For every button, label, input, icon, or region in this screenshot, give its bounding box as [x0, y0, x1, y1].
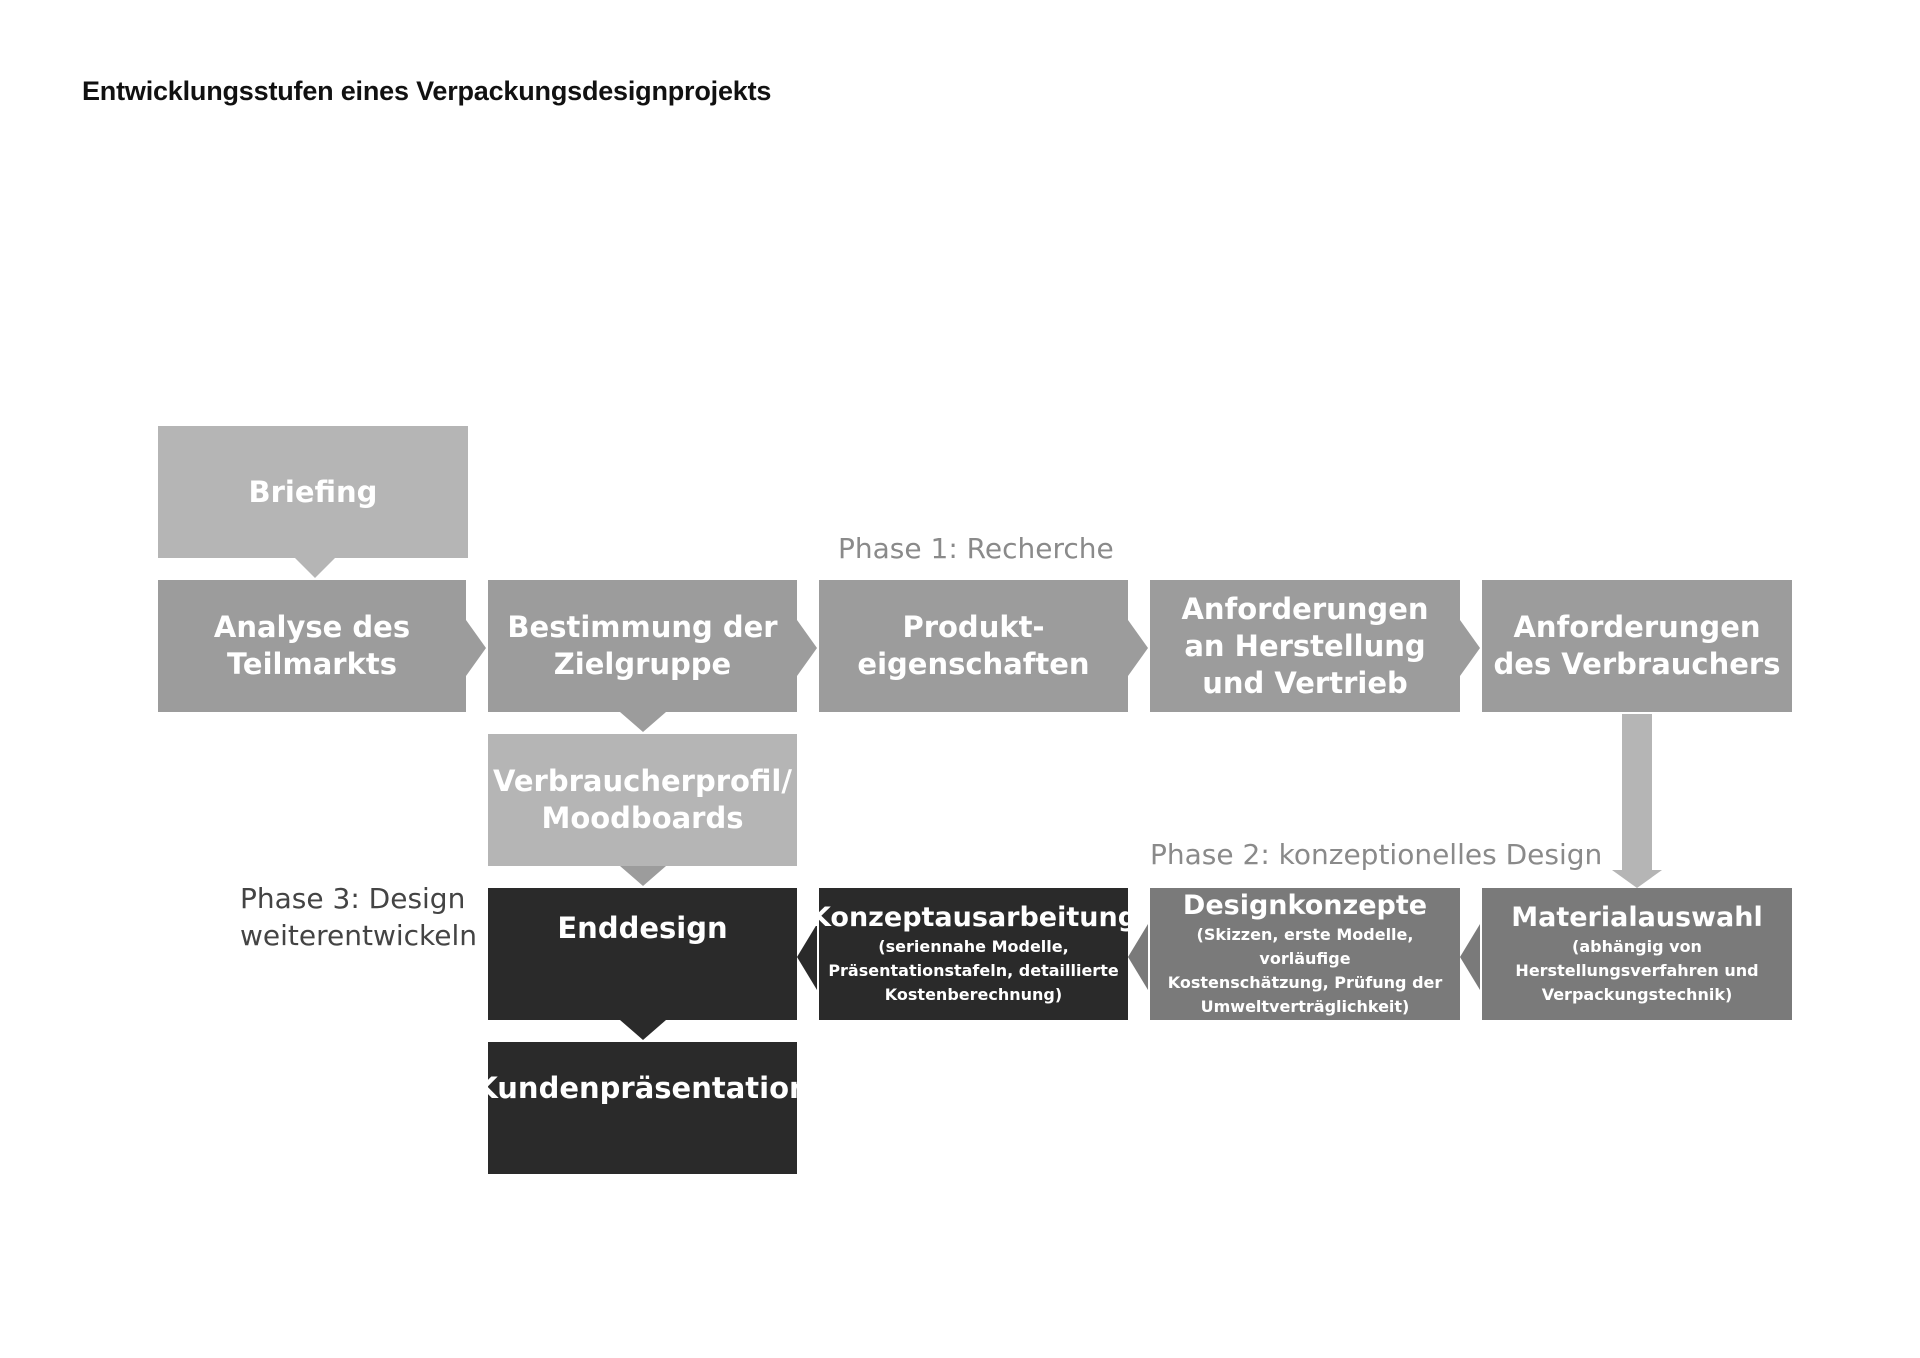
enddesign-label: Enddesign [557, 911, 728, 945]
arrow-produkt-to-herstellung [1128, 620, 1148, 676]
produkt-box: Produkt- eigenschaften [819, 580, 1128, 712]
phase2-label: Phase 2: konzeptionelles Design [1150, 838, 1603, 871]
verbraucher-label: Anforderungen des Verbrauchers [1493, 610, 1781, 681]
zielgruppe-box: Bestimmung der Zielgruppe [488, 580, 797, 712]
page-title: Entwicklungsstufen eines Verpackungsdesi… [82, 76, 772, 106]
material-box: Materialauswahl (abhängig von Herstellun… [1482, 888, 1792, 1020]
briefing-label: Briefing [248, 474, 378, 509]
herstellung-box: Anforderungen an Herstellung und Vertrie… [1150, 580, 1460, 712]
phase1-label: Phase 1: Recherche [838, 532, 1114, 565]
enddesign-box: Enddesign [488, 888, 797, 1020]
kunden-label: Kundenpräsentation [475, 1071, 810, 1105]
arrow-designkonzepte-to-konzept [1128, 924, 1148, 990]
arrow-material-to-designkonzepte [1460, 924, 1480, 990]
arrow-analyse-to-zielgruppe [466, 620, 486, 676]
analyse-box: Analyse des Teilmarkts [158, 580, 466, 712]
arrow-herstellung-to-verbraucher [1460, 620, 1480, 676]
arrow-briefing-to-analyse [295, 558, 335, 578]
konzept-box: Konzeptausarbeitung (seriennahe Modelle,… [810, 888, 1137, 1020]
produkt-label: Produkt- eigenschaften [857, 610, 1090, 681]
konzept-sublabel: (seriennahe Modelle, Präsentationstafeln… [828, 936, 1119, 1004]
arrow-zielgruppe-to-produkt [797, 620, 817, 676]
herstellung-label: Anforderungen an Herstellung und Vertrie… [1181, 591, 1429, 700]
arrow-konzept-to-enddesign [797, 924, 817, 990]
material-sublabel: (abhängig von Herstellungsverfahren und … [1515, 936, 1759, 1004]
zielgruppe-label: Bestimmung der Zielgruppe [507, 610, 778, 681]
profil-label: Verbraucherprofil/ Moodboards [493, 764, 792, 835]
briefing-box: Briefing [158, 426, 468, 558]
konzept-label: Konzeptausarbeitung [809, 901, 1138, 933]
designkonzepte-sublabel: (Skizzen, erste Modelle, vorläufige Kost… [1167, 924, 1443, 1016]
designkonzepte-label: Designkonzepte [1182, 889, 1428, 921]
designkonzepte-box: Designkonzepte (Skizzen, erste Modelle, … [1150, 888, 1460, 1020]
kunden-box: Kundenpräsentation [475, 1042, 810, 1174]
phase3-label: Phase 3: Design weiterentwickeln [240, 882, 478, 952]
arrow-verbraucher-to-material-head [1612, 870, 1662, 888]
profil-box: Verbraucherprofil/ Moodboards [488, 734, 797, 866]
material-label: Materialauswahl [1511, 901, 1763, 933]
arrow-enddesign-to-kunden [620, 1020, 666, 1040]
verbraucher-box: Anforderungen des Verbrauchers [1482, 580, 1792, 712]
arrow-zielgruppe-to-profil [620, 712, 666, 732]
arrow-verbraucher-to-material-shaft [1622, 714, 1652, 870]
analyse-label: Analyse des Teilmarkts [213, 610, 411, 681]
arrow-profil-to-enddesign [620, 866, 666, 886]
